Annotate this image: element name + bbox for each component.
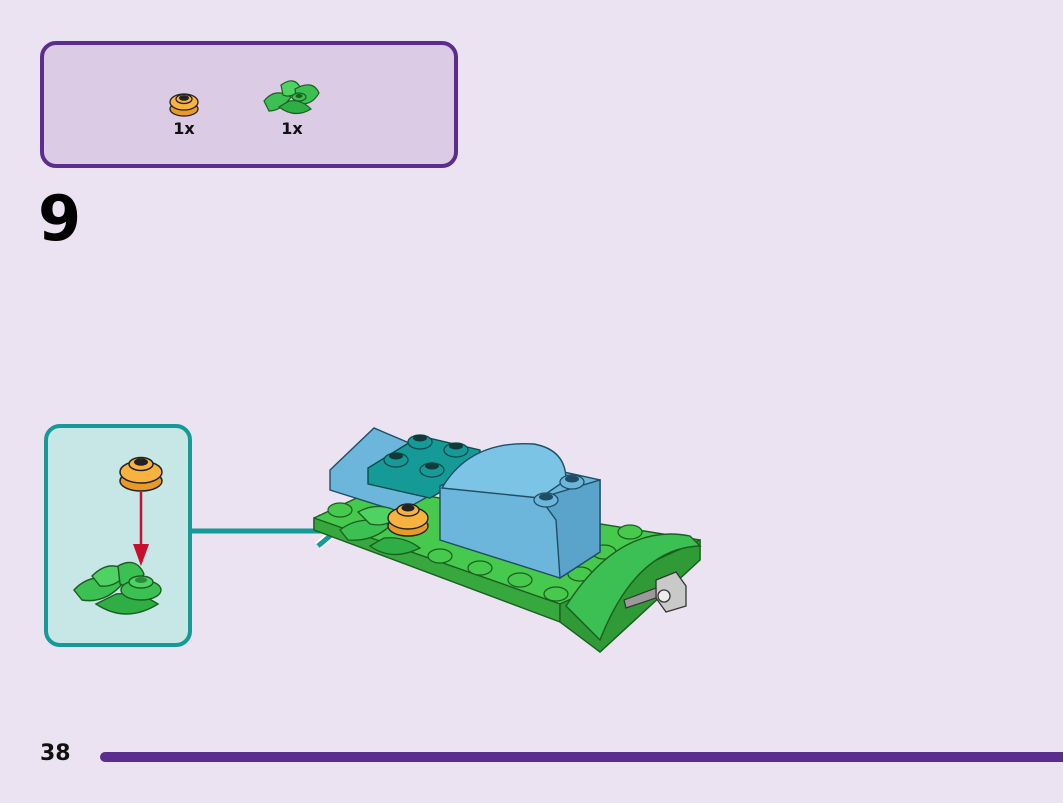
callout-leaves-icon	[73, 561, 162, 615]
part-quantity: 1x	[173, 119, 195, 138]
page-number: 38	[40, 741, 71, 766]
green-leaves-plant-icon	[263, 80, 320, 115]
assembled-model	[313, 427, 702, 653]
parts-list-item: 1x	[252, 75, 332, 138]
callout-flower-icon	[119, 456, 163, 492]
callout-down-arrow-icon	[133, 492, 149, 566]
page-progress-bar	[100, 752, 1063, 762]
parts-list-item: 1x	[144, 87, 224, 138]
part-quantity: 1x	[281, 119, 303, 138]
parts-list-box: 1x 1x	[40, 41, 458, 168]
gray-clip-piece	[623, 571, 687, 613]
step-number: 9	[38, 182, 82, 255]
placed-flower-piece	[387, 503, 429, 537]
orange-flower-plate-icon	[169, 93, 199, 117]
